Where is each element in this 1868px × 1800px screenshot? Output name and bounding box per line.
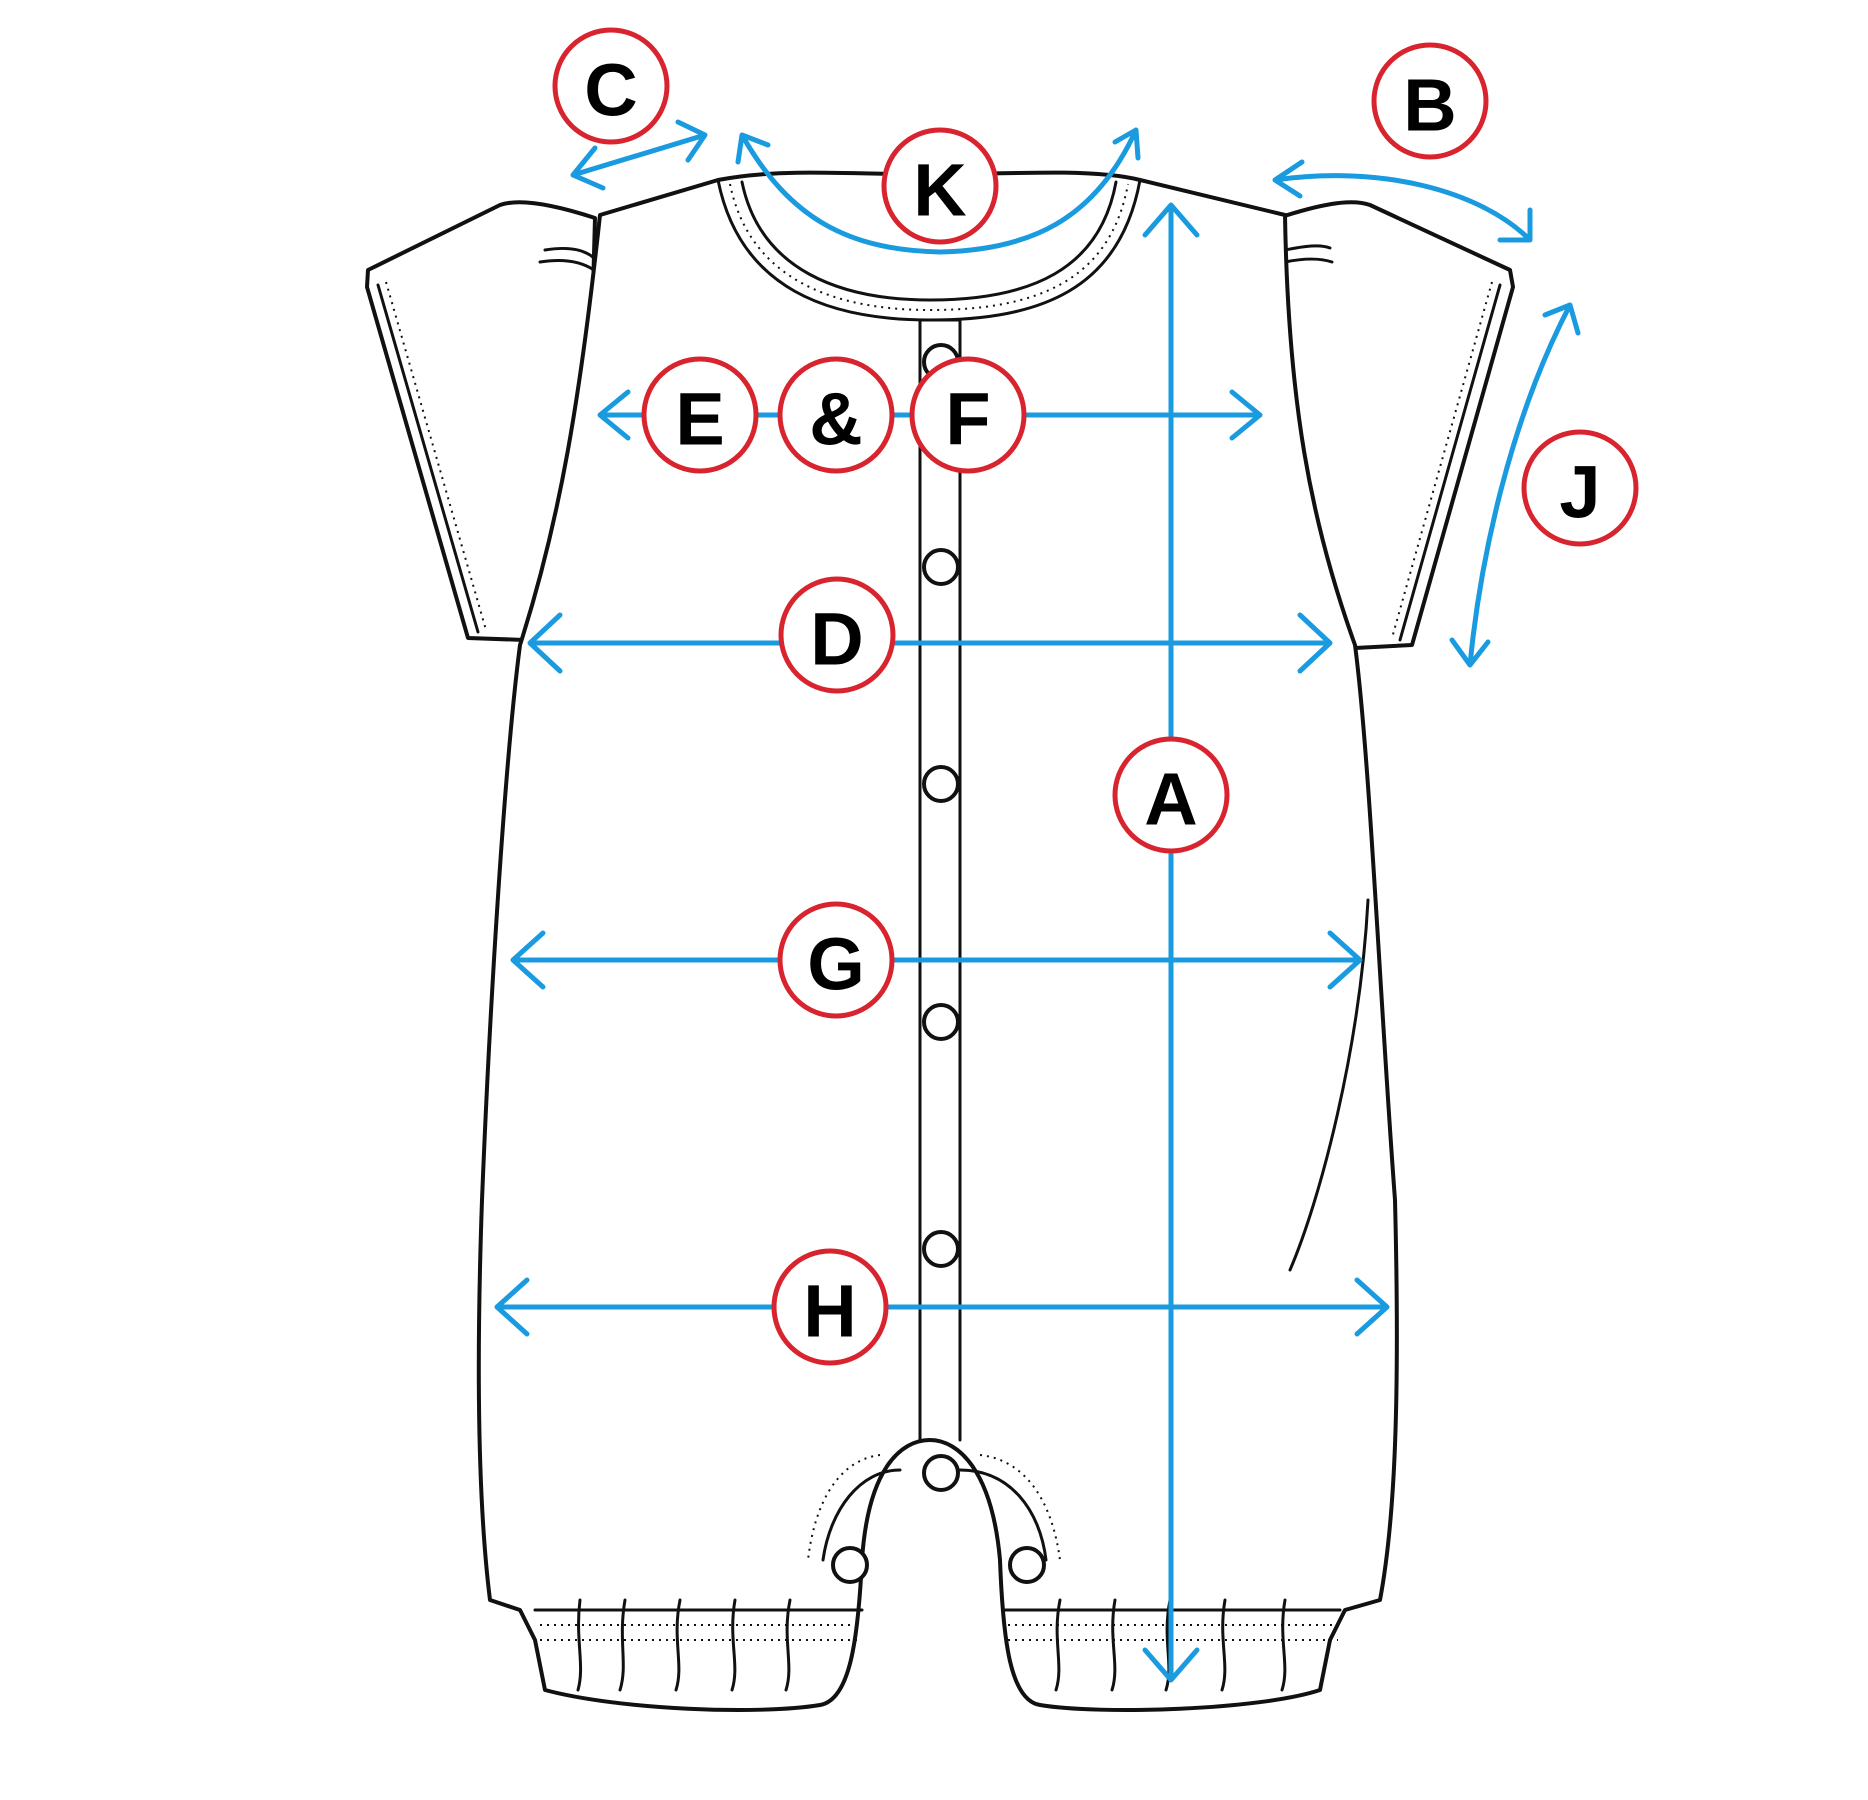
button-placket — [918, 318, 962, 1442]
right-sleeve-gather — [1283, 244, 1334, 264]
badge-d-label: D — [810, 598, 863, 681]
arrow-h-hip — [494, 1277, 1390, 1337]
left-sleeve-cuff — [376, 283, 480, 634]
badge-a-label: A — [1144, 758, 1197, 841]
snap-button — [922, 1003, 960, 1041]
romper-body — [476, 170, 1399, 1712]
badge-e-label: E — [675, 378, 724, 461]
badge-j: J — [1521, 429, 1639, 547]
arrow-d-armpit — [527, 612, 1333, 674]
badge-b-label: B — [1403, 64, 1456, 147]
badge-ampersand: & — [777, 356, 895, 474]
badge-a: A — [1112, 736, 1230, 854]
badge-h-label: H — [803, 1270, 856, 1353]
left-leg-cuff-stitch — [540, 1624, 860, 1641]
badge-d: D — [778, 576, 896, 694]
snap-button — [922, 1230, 960, 1268]
snap-button — [1008, 1546, 1046, 1584]
snap-button — [922, 548, 960, 586]
arrow-c-shoulder — [570, 119, 708, 191]
snap-button — [831, 1546, 869, 1584]
snap-button — [922, 1454, 960, 1492]
badge-c: C — [552, 27, 670, 145]
left-sleeve-cuff-stitch — [385, 281, 487, 631]
crotch-band-stitch — [807, 1454, 1061, 1561]
badge-g-label: G — [807, 923, 865, 1006]
arrow-g-waist — [510, 930, 1363, 990]
neckline-inner — [740, 180, 1118, 302]
badge-k: K — [881, 127, 999, 245]
badge-k-label: K — [913, 149, 966, 232]
snap-button — [922, 765, 960, 803]
badge-b: B — [1371, 42, 1489, 160]
badge-c-label: C — [584, 49, 637, 132]
romper-garment — [365, 170, 1515, 1712]
crotch-band — [821, 1468, 1048, 1562]
badge-h: H — [771, 1248, 889, 1366]
arrow-j-sleeve-length — [1449, 302, 1581, 668]
badge-j-label: J — [1559, 451, 1600, 534]
arrow-k-neck — [735, 127, 1141, 255]
side-fold-line — [1288, 898, 1370, 1272]
arrow-b-sleeve-top — [1272, 159, 1533, 243]
badge-ampersand-label: & — [809, 378, 862, 461]
left-sleeve-gather — [538, 246, 596, 272]
badge-f-label: F — [945, 378, 990, 461]
badge-e: E — [641, 356, 759, 474]
arrow-a-length — [1142, 202, 1200, 1683]
badge-g: G — [777, 901, 895, 1019]
leg-cuff-gathers — [576, 1598, 1287, 1692]
right-sleeve-cuff — [1398, 283, 1502, 642]
badge-f: F — [909, 356, 1027, 474]
right-sleeve-cuff-stitch — [1391, 281, 1493, 639]
